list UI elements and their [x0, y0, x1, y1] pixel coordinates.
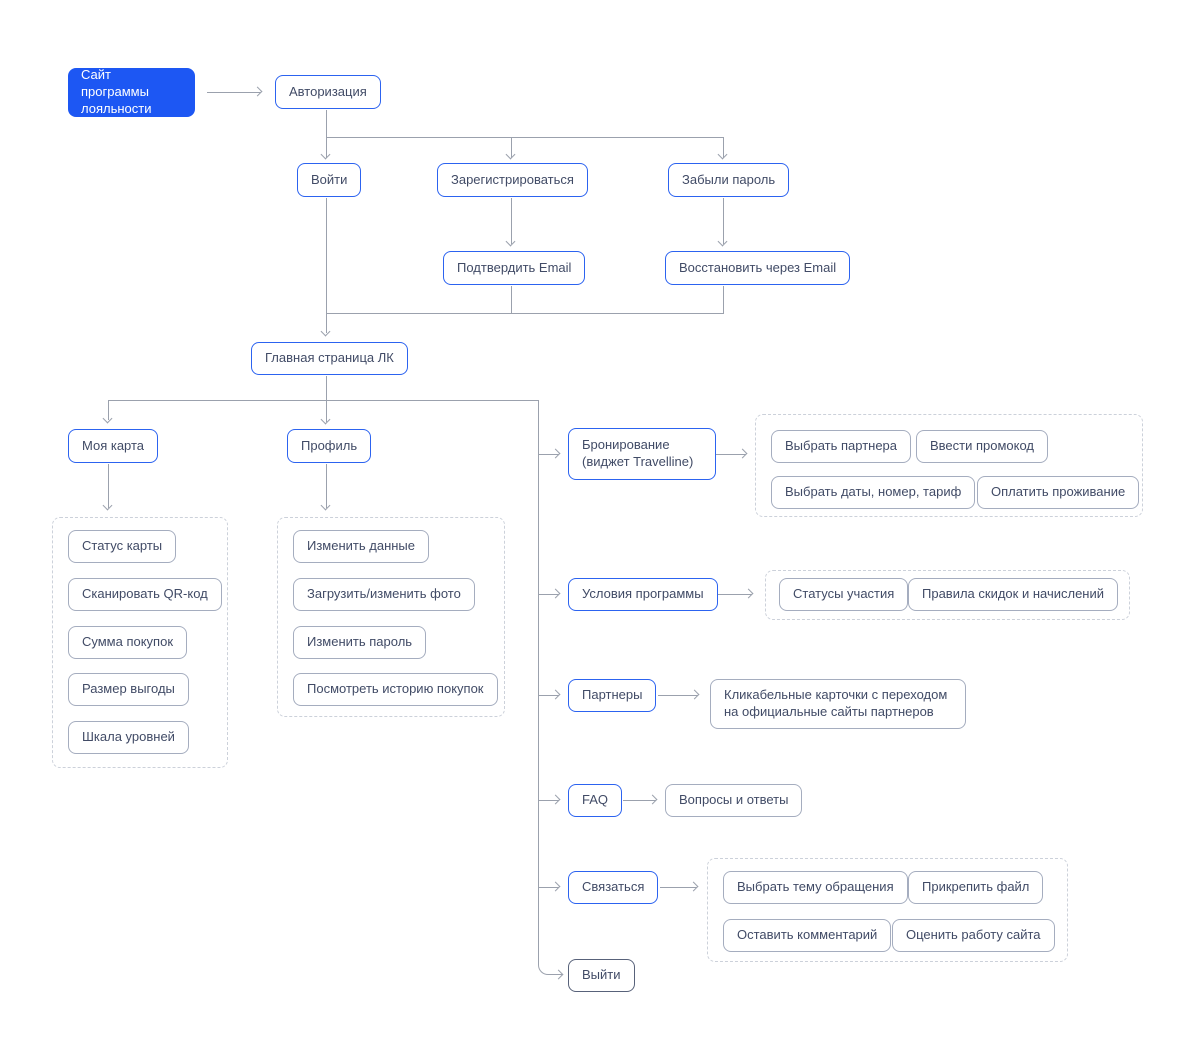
node-purchase-sum: Сумма покупок [68, 626, 188, 659]
node-card-status: Статус карты [68, 530, 177, 563]
connector-trunk-contact [539, 887, 559, 888]
connector-register-confirm [511, 198, 512, 244]
connector-profile-group [326, 464, 327, 508]
connector-login-lkhome [326, 198, 327, 333]
group-contact-steps [707, 858, 1068, 962]
node-rate-site: Оценить работу сайта [892, 919, 1055, 952]
node-lk-home: Главная страница ЛК [251, 342, 408, 375]
arrowhead-right-icon [550, 689, 561, 700]
arrowhead-right-icon [252, 86, 263, 97]
connector-branch-mycard [108, 400, 109, 420]
arrowhead-down-icon [717, 149, 728, 160]
node-root: Сайт программы лояльности [68, 67, 195, 117]
connector-confirm-merge [511, 286, 512, 314]
node-scan-qr: Сканировать QR-код [68, 578, 222, 611]
node-questions-answers: Вопросы и ответы [665, 784, 803, 817]
group-my-card-details [52, 517, 228, 768]
node-choose-topic: Выбрать тему обращения [723, 871, 908, 904]
node-my-card: Моя карта [68, 429, 159, 463]
node-edit-data: Изменить данные [293, 530, 429, 563]
node-choose-partner: Выбрать партнера [771, 430, 912, 463]
node-contact: Связаться [568, 871, 659, 904]
node-discount-rules: Правила скидок и начислений [908, 578, 1119, 611]
node-participation-statuses: Статусы участия [779, 578, 909, 611]
arrowhead-right-icon [550, 448, 561, 459]
arrowhead-down-icon [320, 414, 331, 425]
node-restore-via-email: Восстановить через Email [665, 251, 851, 285]
arrowhead-right-icon [647, 794, 658, 805]
node-choose-dates: Выбрать даты, номер, тариф [771, 476, 976, 509]
connector-trunk-terms [539, 594, 559, 595]
connector-trunk-corner [538, 952, 562, 975]
connector-faq-target [623, 800, 656, 801]
node-logout: Выйти [568, 959, 635, 992]
connector-auth-down [326, 110, 327, 137]
arrowhead-right-icon [743, 588, 754, 599]
node-forgot-password: Забыли пароль [668, 163, 790, 197]
arrowhead-right-icon [737, 448, 748, 459]
connector-partners-target [658, 695, 698, 696]
node-confirm-email: Подтвердить Email [443, 251, 586, 285]
connector-restore-merge [723, 286, 724, 314]
node-partner-cards: Кликабельные карточки с переходом на офи… [710, 679, 966, 729]
group-profile-details [277, 517, 505, 717]
node-terms: Условия программы [568, 578, 718, 611]
connector-mycard-group [108, 464, 109, 508]
arrowhead-down-icon [320, 326, 331, 337]
node-leave-comment: Оставить комментарий [723, 919, 892, 952]
arrowhead-down-icon [320, 500, 331, 511]
connector-booking-children [716, 454, 746, 455]
arrowhead-right-icon [550, 794, 561, 805]
node-upload-photo: Загрузить/изменить фото [293, 578, 475, 611]
arrowhead-down-icon [102, 500, 113, 511]
arrowhead-right-icon [550, 588, 561, 599]
connector-auth-split [326, 137, 723, 138]
arrowhead-down-icon [505, 149, 516, 160]
connector-lkhome-branch [108, 400, 538, 401]
arrowhead-down-icon [102, 413, 113, 424]
node-faq: FAQ [568, 784, 623, 817]
node-partners: Партнеры [568, 679, 657, 712]
node-auth: Авторизация [275, 75, 381, 109]
connector-split-login [326, 137, 327, 158]
arrowhead-right-icon [689, 689, 700, 700]
node-pay-stay: Оплатить проживание [977, 476, 1140, 509]
arrowhead-right-icon [550, 881, 561, 892]
connector-forgot-restore [723, 198, 724, 244]
connector-trunk-booking [539, 454, 559, 455]
node-level-scale: Шкала уровней [68, 721, 189, 754]
node-profile: Профиль [287, 429, 372, 463]
connector-merge-line [326, 313, 723, 314]
group-booking-steps [755, 414, 1143, 517]
arrowhead-down-icon [505, 236, 516, 247]
connector-terms-children [718, 594, 752, 595]
connector-trunk-partners [539, 695, 559, 696]
connector-lkhome-profile [326, 376, 327, 422]
connector-trunk-faq [539, 800, 559, 801]
connector-root-auth [207, 92, 261, 93]
node-benefit-size: Размер выгоды [68, 673, 189, 706]
group-terms-details [765, 570, 1130, 620]
node-register: Зарегистрироваться [437, 163, 588, 197]
node-change-password: Изменить пароль [293, 626, 427, 659]
arrowhead-down-icon [320, 149, 331, 160]
arrowhead-down-icon [717, 236, 728, 247]
node-purchase-history: Посмотреть историю покупок [293, 673, 498, 706]
node-login: Войти [297, 163, 362, 197]
node-attach-file: Прикрепить файл [908, 871, 1044, 904]
connector-contact-children [660, 887, 697, 888]
connector-right-trunk [538, 400, 539, 952]
node-booking: Бронирование (виджет Travelline) [568, 428, 716, 480]
connector-split-register [511, 137, 512, 158]
arrowhead-right-icon [688, 881, 699, 892]
node-enter-promocode: Ввести промокод [916, 430, 1049, 463]
connector-split-forgot [723, 137, 724, 158]
